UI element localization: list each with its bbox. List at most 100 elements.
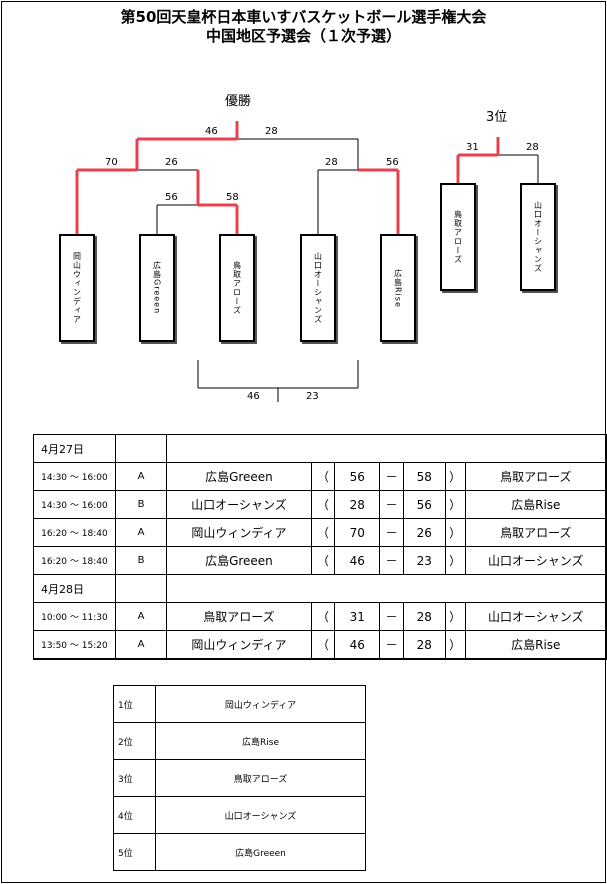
third-team-box-tottori: 鳥取アローズ [440, 183, 476, 291]
ranking-row: 4位 山口オーシャンズ [113, 796, 366, 834]
paren-close: ） [444, 462, 466, 491]
score-first-left: 56 [165, 192, 178, 203]
court-cell: A [114, 602, 168, 631]
ranking-row: 3位 鳥取アローズ [113, 759, 366, 797]
team-box-yamaguchi: 山口オーシャンズ [300, 234, 336, 342]
paren-close: ） [444, 630, 466, 660]
place-cell: 2位 [113, 722, 156, 760]
paren-close: ） [444, 490, 466, 519]
team-cell: 広島Rise [155, 722, 366, 760]
court-cell: A [114, 630, 168, 660]
dash-cell: － [379, 602, 404, 631]
score-extra-right: 23 [306, 391, 319, 402]
home-score-cell: 28 [334, 490, 381, 519]
place-cell: 4位 [113, 796, 156, 834]
place-cell: 3位 [113, 759, 156, 797]
paren-close: ） [444, 602, 466, 631]
paren-open: （ [310, 546, 336, 575]
dash-cell: － [379, 546, 404, 575]
champion-label: 優勝 [225, 94, 252, 109]
paren-open: （ [310, 518, 336, 547]
game-row: 14:30 ～ 16:00 A 広島Greeen （ 56 － 58 ） 鳥取ア… [33, 462, 607, 491]
time-cell: 13:50 ～ 15:20 [33, 630, 116, 660]
game-row: 10:00 ～ 11:30 A 鳥取アローズ （ 31 － 28 ） 山口オーシ… [33, 602, 607, 631]
score-final-right: 28 [265, 126, 278, 137]
third-place-label: 3位 [486, 110, 508, 125]
home-score-cell: 46 [334, 546, 381, 575]
team-name: 広島Rise [393, 268, 403, 308]
team-name: 山口オーシャンズ [313, 252, 323, 324]
home-team-cell: 広島Greeen [166, 546, 312, 575]
home-score-cell: 46 [334, 630, 381, 660]
away-score-cell: 58 [402, 462, 446, 491]
home-score-cell: 31 [334, 602, 381, 631]
time-cell: 16:20 ～ 18:40 [33, 518, 116, 547]
paren-open: （ [310, 630, 336, 660]
game-row: 13:50 ～ 15:20 A 岡山ウィンディア （ 46 － 28 ） 広島R… [33, 630, 607, 660]
home-team-cell: 岡山ウィンディア [166, 630, 312, 660]
team-cell: 広島Greeen [155, 833, 366, 871]
court-cell: B [114, 490, 168, 519]
game-row: 16:20 ～ 18:40 B 広島Greeen （ 46 － 23 ） 山口オ… [33, 546, 607, 575]
time-cell: 14:30 ～ 16:00 [33, 462, 116, 491]
date-cell: 4月27日 [33, 434, 116, 463]
paren-close: ） [444, 546, 466, 575]
team-name: 広島Greeen [152, 261, 162, 315]
away-score-cell: 56 [402, 490, 446, 519]
score-first-right: 58 [226, 192, 239, 203]
team-cell: 鳥取アローズ [155, 759, 366, 797]
dash-cell: － [379, 630, 404, 660]
away-score-cell: 23 [402, 546, 446, 575]
away-team-cell: 鳥取アローズ [464, 462, 607, 491]
paren-open: （ [310, 602, 336, 631]
game-row: 14:30 ～ 16:00 B 山口オーシャンズ （ 28 － 56 ） 広島R… [33, 490, 607, 519]
home-team-cell: 鳥取アローズ [166, 602, 312, 631]
time-cell: 14:30 ～ 16:00 [33, 490, 116, 519]
page-title: 第50回天皇杯日本車いすバスケットボール選手権大会 [120, 8, 487, 26]
ranking-row: 1位 岡山ウィンディア [113, 685, 366, 723]
court-cell: A [114, 518, 168, 547]
team-name: 岡山ウィンディア [72, 252, 82, 324]
team-cell: 岡山ウィンディア [155, 685, 366, 723]
paren-open: （ [310, 462, 336, 491]
court-cell: A [114, 462, 168, 491]
date-row: 4月27日 [33, 434, 607, 463]
score-semi-right-left: 28 [325, 157, 338, 168]
page-subtitle: 中国地区予選会（１次予選） [205, 27, 401, 45]
ranking-row: 2位 広島Rise [113, 722, 366, 760]
date-cell: 4月28日 [33, 574, 116, 603]
away-team-cell: 鳥取アローズ [464, 518, 607, 547]
ranking-row: 5位 広島Greeen [113, 833, 366, 871]
home-score-cell: 70 [334, 518, 381, 547]
date-row: 4月28日 [33, 574, 607, 603]
away-score-cell: 26 [402, 518, 446, 547]
winner-path [75, 121, 500, 234]
place-cell: 5位 [113, 833, 156, 871]
time-cell: 16:20 ～ 18:40 [33, 546, 116, 575]
dash-cell: － [379, 462, 404, 491]
team-name: 鳥取アローズ [232, 261, 242, 315]
away-team-cell: 山口オーシャンズ [464, 546, 607, 575]
dash-cell: － [379, 490, 404, 519]
away-score-cell: 28 [402, 630, 446, 660]
away-team-cell: 広島Rise [464, 630, 607, 660]
team-box-hiroshima-rise: 広島Rise [380, 234, 416, 342]
score-semi-right-right: 56 [386, 157, 399, 168]
team-cell: 山口オーシャンズ [155, 796, 366, 834]
team-name: 鳥取アローズ [453, 210, 463, 264]
ranking-table: 1位 岡山ウィンディア 2位 広島Rise 3位 鳥取アローズ 4位 山口オーシ… [113, 685, 366, 871]
team-name: 山口オーシャンズ [533, 201, 543, 273]
score-third-left: 31 [466, 142, 479, 153]
team-box-hiroshima-greeen: 広島Greeen [139, 234, 175, 342]
away-team-cell: 広島Rise [464, 490, 607, 519]
home-team-cell: 広島Greeen [166, 462, 312, 491]
score-semi-left-left: 70 [105, 157, 118, 168]
team-box-tottori: 鳥取アローズ [219, 234, 255, 342]
game-row: 16:20 ～ 18:40 A 岡山ウィンディア （ 70 － 26 ） 鳥取ア… [33, 518, 607, 547]
score-semi-left-right: 26 [165, 157, 178, 168]
away-score-cell: 28 [402, 602, 446, 631]
score-extra-left: 46 [247, 391, 260, 402]
dash-cell: － [379, 518, 404, 547]
score-third-right: 28 [526, 142, 539, 153]
paren-open: （ [310, 490, 336, 519]
